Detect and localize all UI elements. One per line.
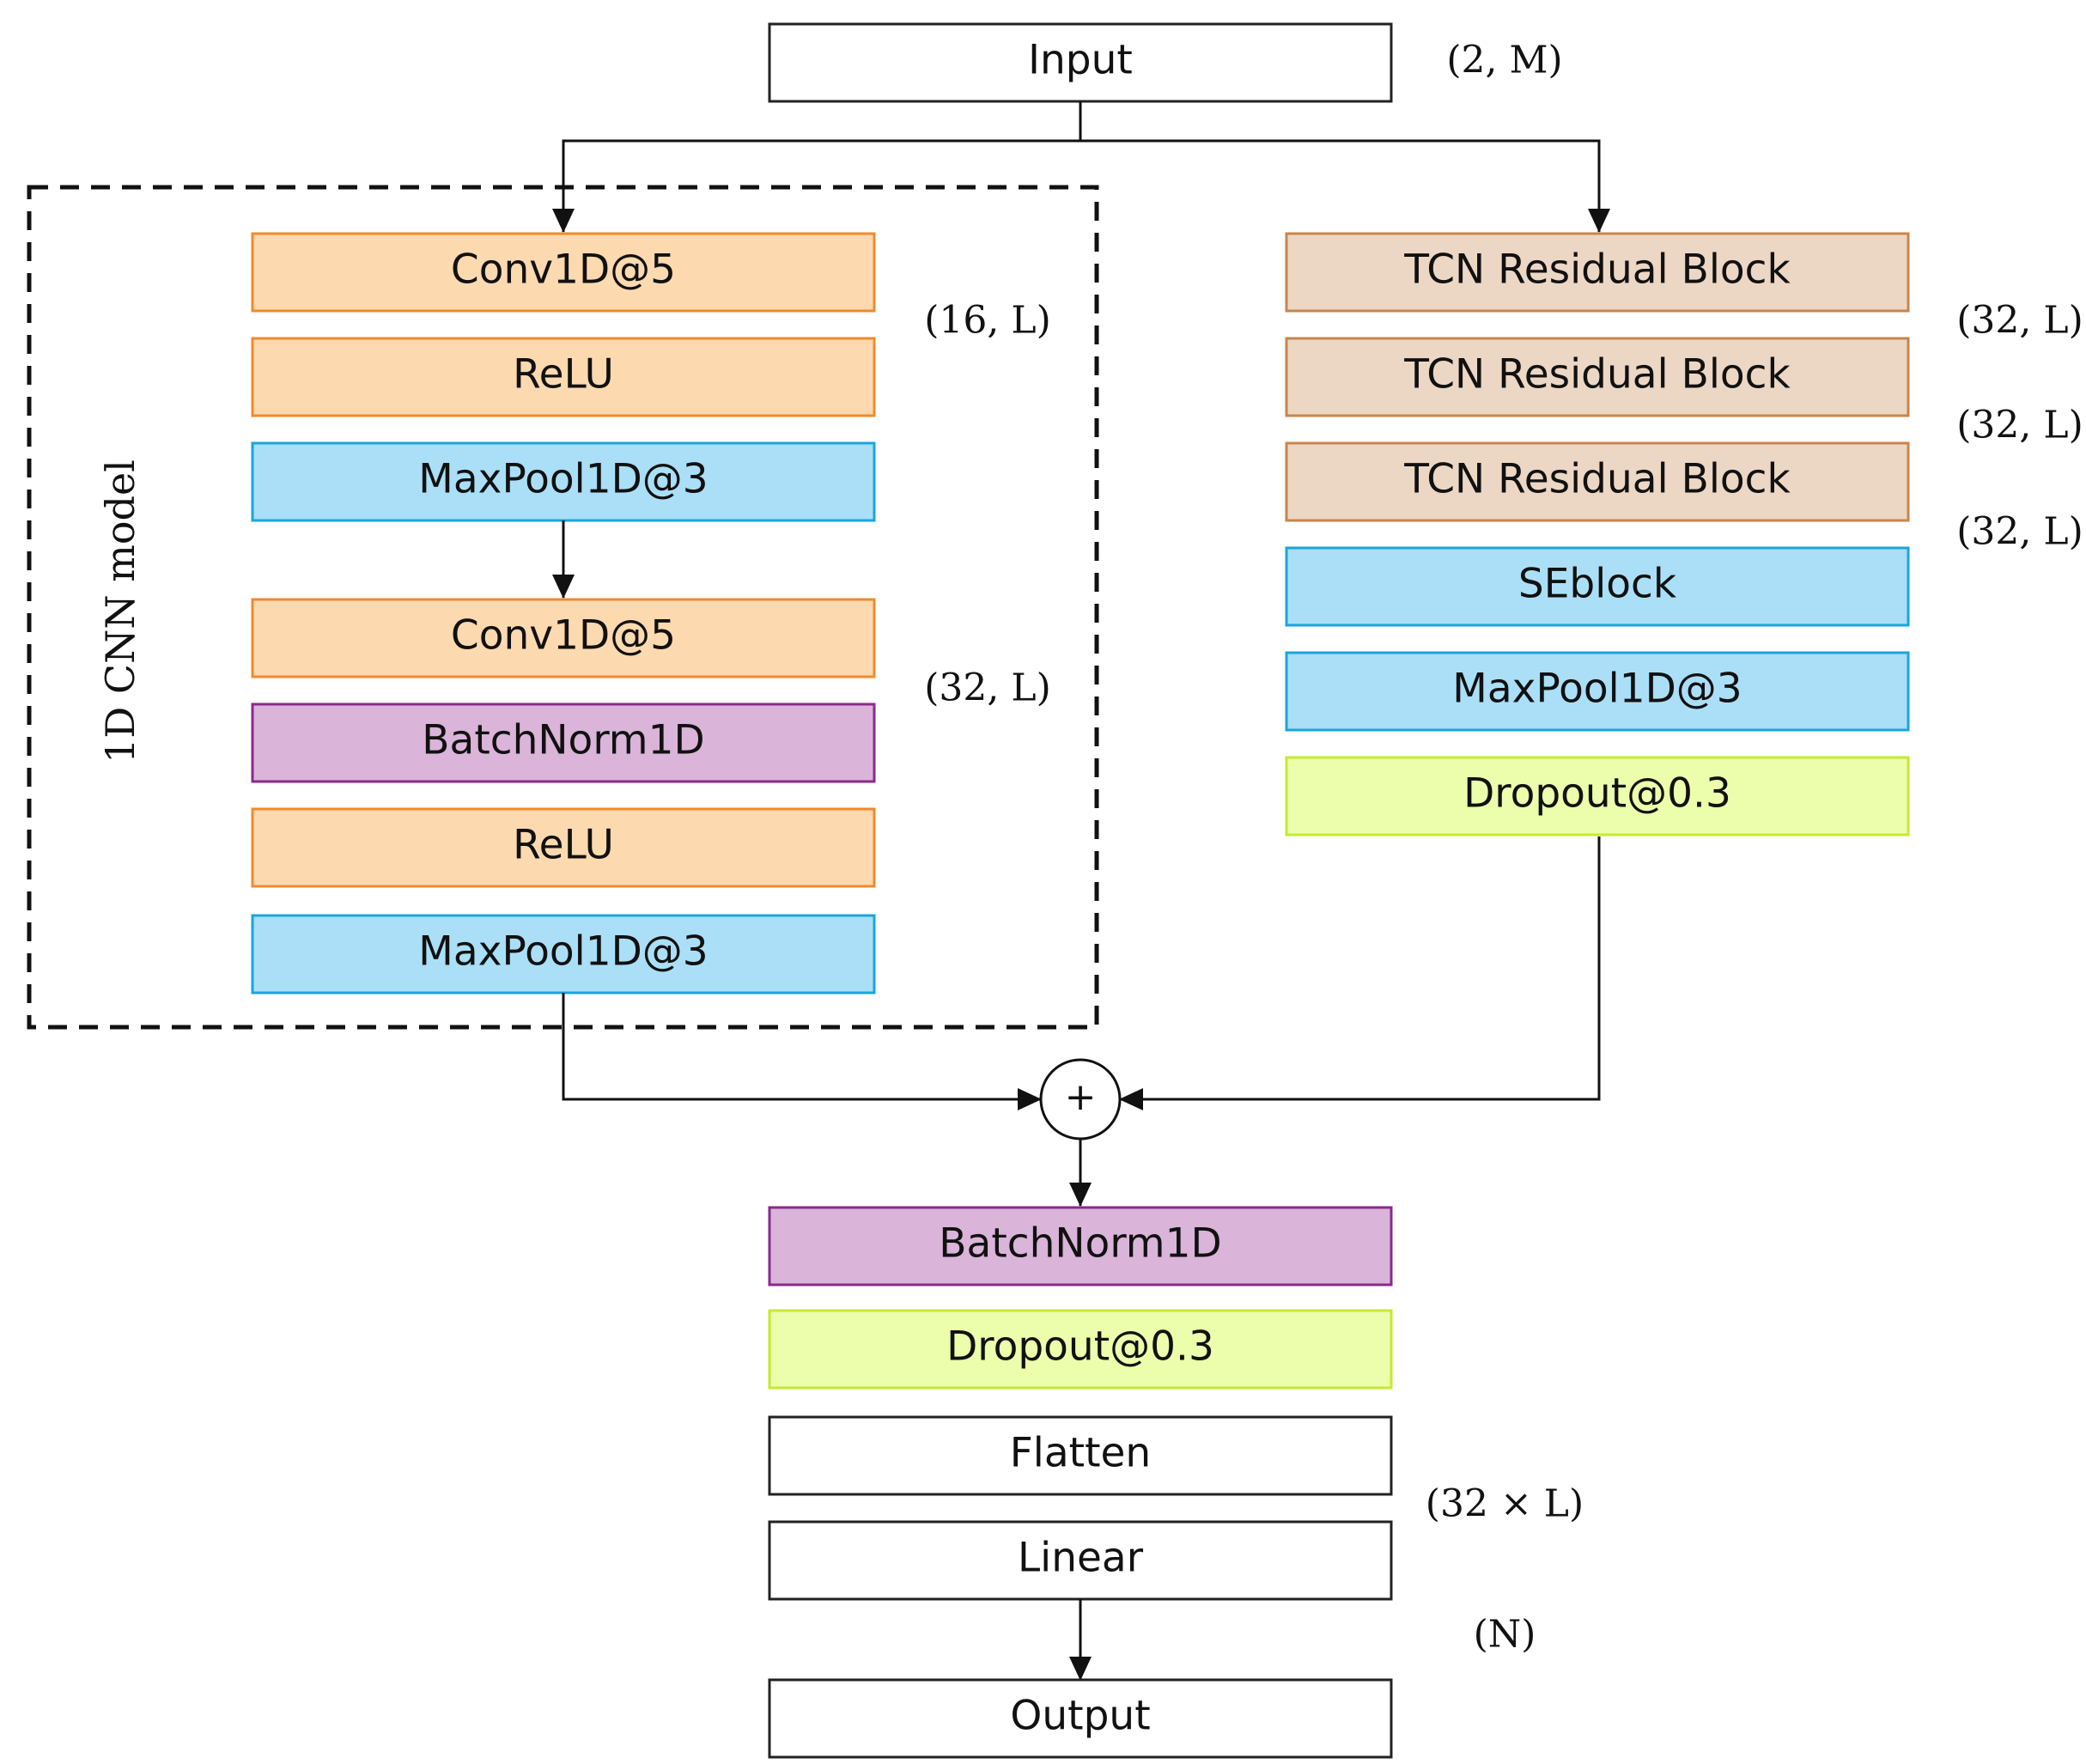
- output-box: [768, 1678, 1393, 1759]
- cnn-layer-label: Conv1D@5: [451, 612, 676, 660]
- tcn-layer-box: [1285, 546, 1910, 627]
- cnn-to-merge-line: [562, 993, 1042, 1110]
- cnn-shape-2: (32, L): [924, 666, 1051, 710]
- cnn-layer-box: [251, 337, 876, 417]
- input-box: [768, 22, 1393, 103]
- input-to-tcn-line: [1080, 139, 1610, 233]
- cnn-layer-1: Conv1D@5: [251, 232, 876, 313]
- cnn-layer-label: MaxPool1D@3: [418, 928, 708, 976]
- cnn-layer-box: [251, 807, 876, 888]
- head-layer-4: Linear: [768, 1520, 1393, 1601]
- tcn-layer-box: [1285, 232, 1910, 313]
- cnn-model-label: 1D CNN model: [97, 459, 143, 763]
- tcn-to-merge-line: [1119, 836, 1601, 1110]
- tcn-layer-4: SEblock: [1285, 546, 1910, 627]
- tcn-layer-label: MaxPool1D@3: [1452, 666, 1742, 713]
- cnn-layer-label: Conv1D@5: [451, 246, 676, 294]
- cnn-layer-label: ReLU: [513, 351, 614, 398]
- output-block: Output: [768, 1678, 1393, 1759]
- output-label: Output: [1010, 1693, 1150, 1740]
- merge-plus-symbol: +: [1065, 1075, 1097, 1119]
- tcn-layer-label: SEblock: [1518, 561, 1677, 608]
- head-layer-1: BatchNorm1D: [768, 1206, 1393, 1287]
- tcn-layer-label: TCN Residual Block: [1403, 351, 1791, 398]
- head-layer-label: Flatten: [1010, 1430, 1151, 1477]
- tcn-layer-box: [1285, 651, 1910, 732]
- head-layer-box: [768, 1520, 1393, 1601]
- cnn-layer-3: MaxPool1D@3: [251, 441, 876, 522]
- tcn-layer-label: TCN Residual Block: [1403, 246, 1791, 294]
- cnn-shape-1: (16, L): [924, 299, 1051, 343]
- input-split-line: [552, 101, 1082, 233]
- cnn-layer-box: [251, 703, 876, 783]
- tcn-shape-3: (32, L): [1956, 510, 2083, 554]
- head-layer-box: [768, 1415, 1393, 1496]
- cnn-layer-2: ReLU: [251, 337, 876, 417]
- cnn-layer-label: BatchNorm1D: [422, 717, 704, 764]
- tcn-layer-5: MaxPool1D@3: [1285, 651, 1910, 732]
- merge-add-node: +: [1039, 1058, 1122, 1141]
- head-layer-label: BatchNorm1D: [939, 1220, 1221, 1268]
- tcn-layer-box: [1285, 441, 1910, 522]
- tcn-layer-label: Dropout@0.3: [1463, 770, 1731, 818]
- head-shape-flatten: (32 × L): [1426, 1482, 1584, 1526]
- cnn-layer-label: MaxPool1D@3: [418, 456, 708, 503]
- cnn-layer-4: Conv1D@5: [251, 598, 876, 678]
- input-shape: (2, M): [1446, 39, 1562, 82]
- input-label: Input: [1028, 37, 1133, 84]
- head-layer-label: Dropout@0.3: [946, 1323, 1214, 1371]
- tcn-layer-2: TCN Residual Block: [1285, 337, 1910, 417]
- tcn-layer-box: [1285, 337, 1910, 417]
- tcn-layer-1: TCN Residual Block: [1285, 232, 1910, 313]
- tcn-layer-box: [1285, 756, 1910, 836]
- head-layer-label: Linear: [1018, 1535, 1144, 1582]
- head-layer-box: [768, 1309, 1393, 1390]
- input-block: Input: [768, 22, 1393, 103]
- cnn-layer-box: [251, 598, 876, 678]
- head-layer-3: Flatten: [768, 1415, 1393, 1496]
- tcn-shape-2: (32, L): [1956, 404, 2083, 447]
- head-layer-2: Dropout@0.3: [768, 1309, 1393, 1390]
- tcn-layer-label: TCN Residual Block: [1403, 456, 1791, 503]
- cnn-layer-box: [251, 232, 876, 313]
- cnn-layer-7: MaxPool1D@3: [251, 914, 876, 995]
- cnn-layer-box: [251, 441, 876, 522]
- cnn-layer-box: [251, 914, 876, 995]
- cnn-layer-6: ReLU: [251, 807, 876, 888]
- cnn-layer-label: ReLU: [513, 822, 614, 869]
- tcn-layer-6: Dropout@0.3: [1285, 756, 1910, 836]
- cnn-layer-5: BatchNorm1D: [251, 703, 876, 783]
- head-layer-box: [768, 1206, 1393, 1287]
- tcn-shape-1: (32, L): [1956, 299, 2083, 343]
- head-shape-linear: (N): [1474, 1613, 1536, 1657]
- tcn-layer-3: TCN Residual Block: [1285, 441, 1910, 522]
